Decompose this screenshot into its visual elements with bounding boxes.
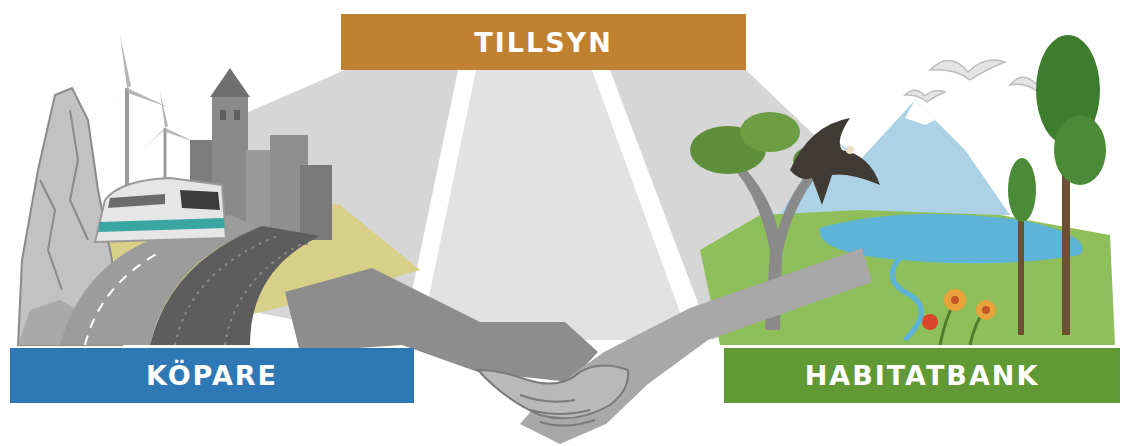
wind-turbine-part xyxy=(165,128,195,142)
nature-scene-part xyxy=(892,258,921,340)
flowers xyxy=(922,289,996,345)
wind-turbine-part xyxy=(95,88,127,118)
wind-turbine-part xyxy=(142,128,165,150)
nature-scene-part xyxy=(905,100,935,125)
flying-birds-part xyxy=(905,90,945,102)
rock-cliff-part xyxy=(40,180,62,290)
pine-tree xyxy=(1008,35,1106,335)
wind-turbine-part xyxy=(160,92,168,128)
eagle-part xyxy=(790,118,880,205)
handshake-part xyxy=(478,365,628,418)
flying-birds-part xyxy=(930,60,1005,80)
handshake-part xyxy=(520,395,595,426)
wind-turbine-part xyxy=(120,35,131,88)
flowers-part xyxy=(976,300,996,320)
train-part xyxy=(108,194,165,208)
buildings-part xyxy=(300,165,332,240)
nature-scene-part xyxy=(700,210,1115,345)
train xyxy=(95,178,226,242)
buildings-part xyxy=(220,110,226,120)
train-part xyxy=(98,218,225,232)
pine-tree-part xyxy=(1018,210,1024,335)
train-part xyxy=(95,178,226,242)
flowers-part xyxy=(944,289,966,311)
flowers-part xyxy=(951,296,959,304)
pine-tree-part xyxy=(1008,158,1036,222)
flowers-part xyxy=(982,306,990,314)
eagle xyxy=(790,118,880,205)
handshake xyxy=(285,248,872,444)
road-and-railway-part xyxy=(85,252,160,345)
eagle-part xyxy=(846,146,854,154)
nature-scene-part xyxy=(770,100,1010,230)
gnarled-tree-part xyxy=(740,112,800,152)
buildings-part xyxy=(234,110,240,120)
label-band: HABITATBANK xyxy=(724,348,1120,403)
band-label: KÖPARE xyxy=(146,360,278,391)
buildings-part xyxy=(210,68,250,97)
label-band: TILLSYN xyxy=(341,14,746,70)
band-label: HABITATBANK xyxy=(805,360,1040,391)
wind-turbine-part xyxy=(127,88,170,108)
pine-tree-part xyxy=(1054,115,1106,185)
band-label: TILLSYN xyxy=(474,27,612,58)
flowers-part xyxy=(922,314,938,330)
label-band: KÖPARE xyxy=(10,348,414,403)
train-part xyxy=(180,190,220,210)
rock-cliff-part xyxy=(70,110,88,240)
